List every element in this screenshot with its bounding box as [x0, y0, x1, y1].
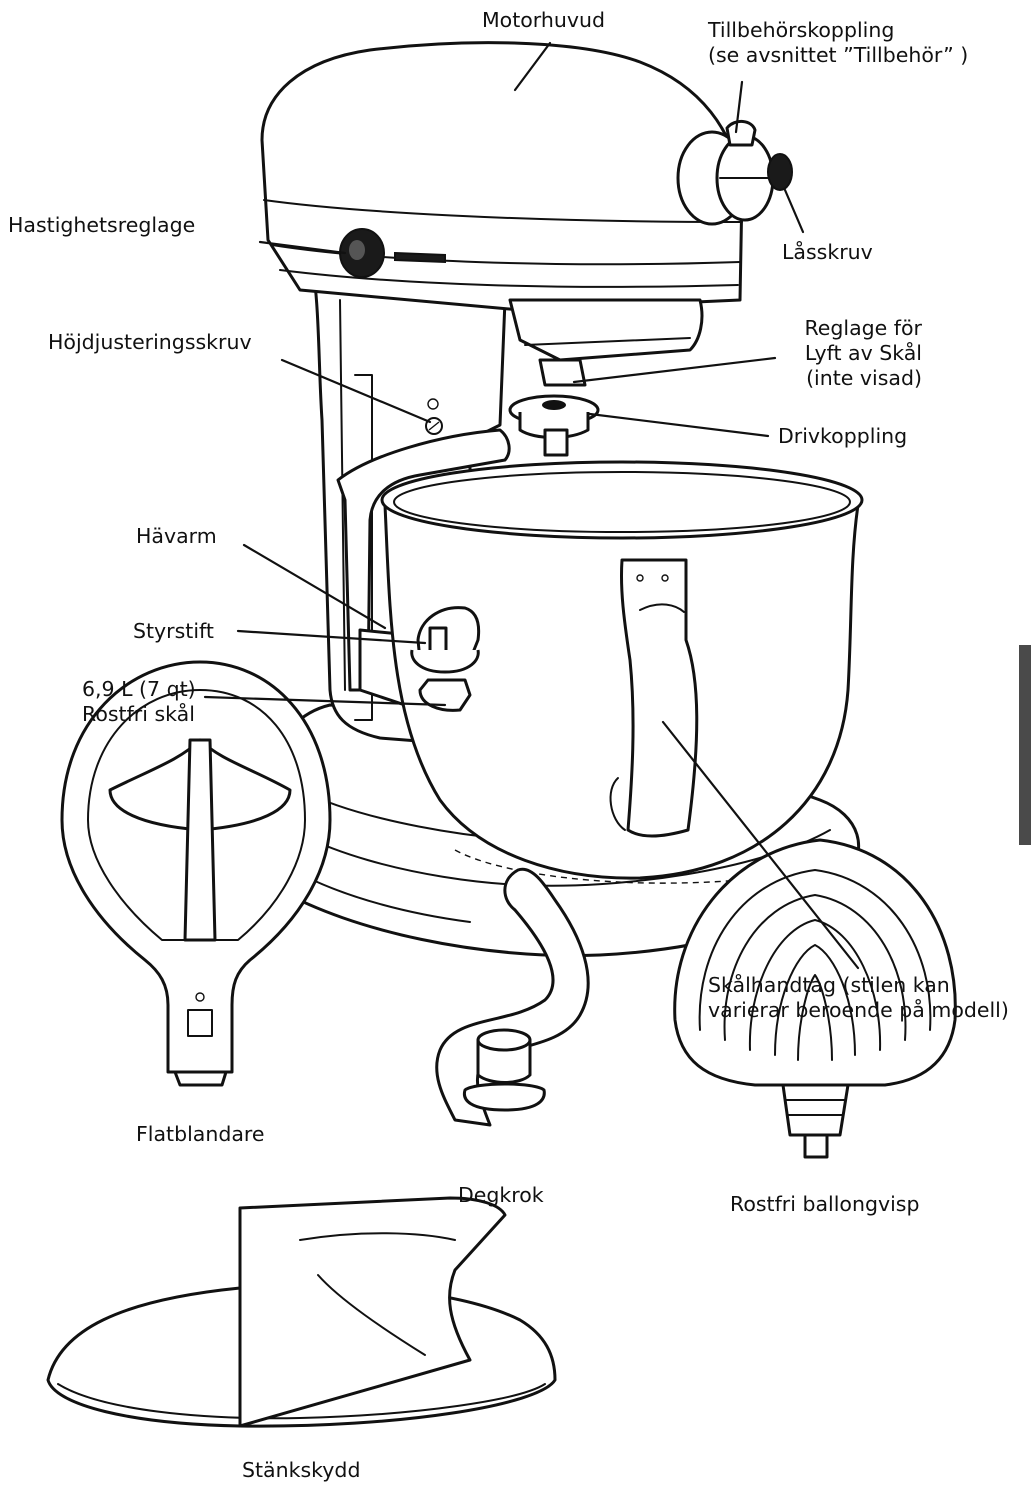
leader-lines	[203, 41, 860, 970]
label-skal: 6,9 L (7 qt) Rostfri skål	[82, 677, 196, 727]
attachment-hub	[676, 120, 793, 226]
label-motorhuvud: Motorhuvud	[482, 8, 605, 33]
label-styrstift-text: Styrstift	[133, 619, 214, 643]
label-lasskruv-text: Låsskruv	[782, 240, 873, 264]
label-hastighetsreglage: Hastighetsreglage	[8, 213, 195, 238]
motor-head	[260, 41, 744, 387]
label-styrstift: Styrstift	[133, 619, 214, 644]
leader-skal	[203, 695, 447, 707]
wire-whip	[673, 838, 957, 1159]
label-motorhuvud-text: Motorhuvud	[482, 8, 605, 32]
label-skalhandtag: Skålhandtag (stilen kan varierar beroend…	[708, 973, 1009, 1023]
label-hojdjustering-text: Höjdjusteringsskruv	[48, 330, 252, 354]
label-hastighetsreglage-text: Hastighetsreglage	[8, 213, 196, 237]
label-reglage-lyft: Reglage för Lyft av Skål (inte visad)	[782, 316, 922, 391]
label-stankskydd-text: Stänkskydd	[242, 1458, 361, 1482]
label-havarm-text: Hävarm	[136, 524, 217, 548]
label-tillbehorskoppling: Tillbehörskoppling (se avsnittet ”Tillbe…	[708, 18, 968, 68]
leader-lasskruv	[783, 188, 805, 234]
label-hojdjustering: Höjdjusteringsskruv	[48, 330, 252, 355]
flat-beater	[60, 660, 332, 1087]
section-tab	[1019, 645, 1031, 845]
label-drivkoppling: Drivkoppling	[778, 424, 907, 449]
label-reglage-line2: Lyft av Skål	[804, 341, 922, 365]
stainless-bowl	[380, 460, 864, 880]
label-tillbehorskoppling-line1: Tillbehörskoppling	[708, 18, 895, 42]
label-skal-line1: 6,9 L (7 qt)	[82, 677, 196, 701]
drive-coupling	[508, 394, 600, 457]
label-reglage-line1: Reglage för	[804, 316, 922, 340]
label-stankskydd: Stänkskydd	[242, 1458, 360, 1483]
leader-reglage	[572, 356, 777, 384]
label-drivkoppling-text: Drivkoppling	[778, 424, 908, 448]
label-skalhandtag-line1: Skålhandtag (stilen kan	[708, 973, 950, 997]
label-flatblandare: Flatblandare	[136, 1122, 265, 1147]
label-flatblandare-text: Flatblandare	[136, 1122, 265, 1146]
label-degkrok-text: Degkrok	[458, 1183, 544, 1207]
label-skalhandtag-line2: varierar beroende på modell)	[708, 998, 1009, 1022]
leader-skalhandtag	[661, 720, 860, 970]
dough-hook	[435, 867, 590, 1127]
leader-styrstift	[236, 629, 427, 645]
label-degkrok: Degkrok	[458, 1183, 544, 1208]
pouring-shield	[46, 1196, 557, 1428]
leader-hastighetsreglage	[258, 240, 347, 255]
leader-havarm	[242, 543, 387, 630]
label-havarm: Hävarm	[136, 524, 217, 549]
label-lasskruv: Låsskruv	[782, 240, 873, 265]
label-tillbehorskoppling-line2: (se avsnittet ”Tillbehör” )	[708, 43, 969, 67]
leader-tillbehorskoppling	[734, 80, 744, 134]
label-ballongvisp: Rostfri ballongvisp	[730, 1192, 919, 1217]
label-skal-line2: Rostfri skål	[82, 702, 195, 726]
leader-hojdjustering	[280, 358, 432, 424]
leader-motorhuvud	[513, 41, 552, 92]
label-ballongvisp-text: Rostfri ballongvisp	[730, 1192, 920, 1216]
leader-drivkoppling	[588, 412, 770, 438]
label-reglage-line3: (inte visad)	[806, 366, 922, 390]
